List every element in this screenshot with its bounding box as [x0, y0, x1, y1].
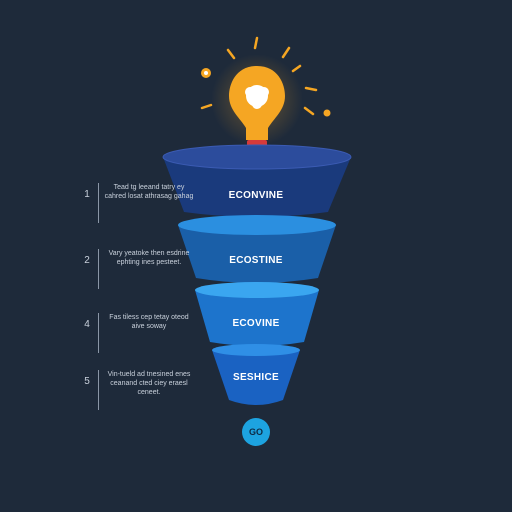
- funnel-tier-1: [162, 144, 352, 217]
- step-divider: [98, 313, 99, 353]
- go-button[interactable]: GO: [242, 418, 270, 446]
- step-description: Fas tiless cep tetay oteod aive soway: [109, 314, 189, 330]
- step-description: Tead tg leeand tatry ey cahred losat ath…: [104, 184, 194, 200]
- step-divider: [98, 370, 99, 410]
- funnel-tier-3: [195, 282, 319, 346]
- funnel-stage-label-3: ECOVINE: [232, 318, 280, 329]
- lightbulb-icon: [200, 36, 331, 153]
- step-number: 5: [84, 376, 90, 387]
- step-annotation-4: 5 Vin-tueld ad tnesined enes ceanand cte…: [80, 370, 190, 410]
- spark-dot-icon: [323, 109, 331, 117]
- step-annotation-1: 1 Tead tg leeand tatry ey cahred losat a…: [80, 183, 193, 223]
- funnel-stage-label-4: SESHICE: [232, 372, 279, 383]
- funnel-stage-label-2: ECOSTINE: [229, 255, 283, 266]
- light-rays-icon: [200, 36, 318, 116]
- funnel-stage-label-1: ECONVINE: [228, 190, 284, 201]
- step-annotation-3: 4 Fas tiless cep tetay oteod aive soway: [80, 313, 189, 353]
- step-number: 4: [84, 319, 90, 330]
- funnel-tier-4: [212, 344, 300, 405]
- funnel-tier-2: [178, 215, 336, 283]
- step-divider: [98, 249, 99, 289]
- step-annotation-2: 2 Vary yeatoke then esdrine ephting ines…: [80, 249, 189, 289]
- step-number: 1: [84, 189, 90, 200]
- step-description: Vary yeatoke then esdrine ephting ines p…: [108, 250, 190, 266]
- step-number: 2: [84, 255, 90, 266]
- step-description: Vin-tueld ad tnesined enes ceanand cted …: [107, 371, 191, 396]
- step-divider: [98, 183, 99, 223]
